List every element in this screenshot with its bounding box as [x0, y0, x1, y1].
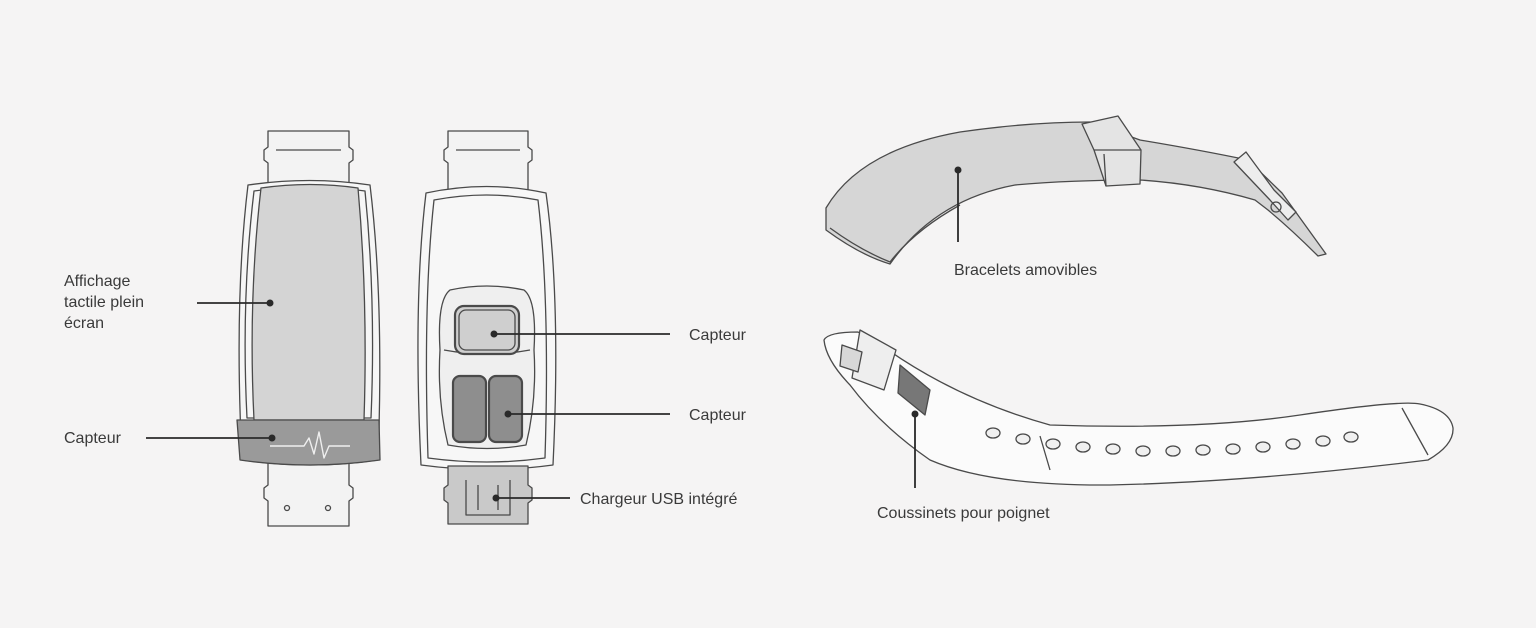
label-display-line-3: écran: [64, 315, 105, 332]
heartbeat-icon: [270, 431, 350, 459]
label-removable-bands: Bracelets amovibles: [954, 262, 1098, 279]
label-display: Affichage tactile plein écran: [64, 271, 144, 334]
leader-back-sensor-bottom: [504, 410, 670, 418]
device-front-view: [236, 130, 381, 527]
touch-display: [251, 183, 366, 421]
wrist-pad-band-illustration: [823, 329, 1454, 486]
leader-band: [954, 166, 962, 242]
label-back-sensor-top: Capteur: [689, 327, 746, 344]
label-display-line-2: tactile plein: [64, 294, 145, 311]
leader-usb: [492, 494, 570, 502]
front-bottom-connector: [263, 455, 354, 527]
leader-back-sensor-top: [490, 330, 670, 338]
leader-display: [197, 299, 274, 307]
back-sensor-top: [453, 304, 521, 356]
label-back-sensor-bottom: Capteur: [689, 407, 746, 424]
label-display-line-1: Affichage: [64, 273, 131, 290]
label-usb-charger: Chargeur USB intégré: [580, 491, 738, 508]
device-back-view: [417, 130, 557, 525]
back-top-connector: [443, 130, 533, 195]
band-outer: [825, 121, 1327, 265]
back-sensor-left: [451, 374, 488, 444]
back-sensor-right: [487, 374, 524, 444]
strap-holes: [985, 427, 1359, 457]
front-sensor-band: [236, 419, 381, 466]
removable-band-illustration: [825, 115, 1327, 265]
label-front-sensor: Capteur: [64, 430, 121, 447]
leader-front-sensor: [146, 434, 276, 442]
label-wrist-pads: Coussinets pour poignet: [877, 505, 1050, 522]
leader-wrist-pad: [911, 410, 919, 488]
front-top-connector: [263, 130, 354, 190]
